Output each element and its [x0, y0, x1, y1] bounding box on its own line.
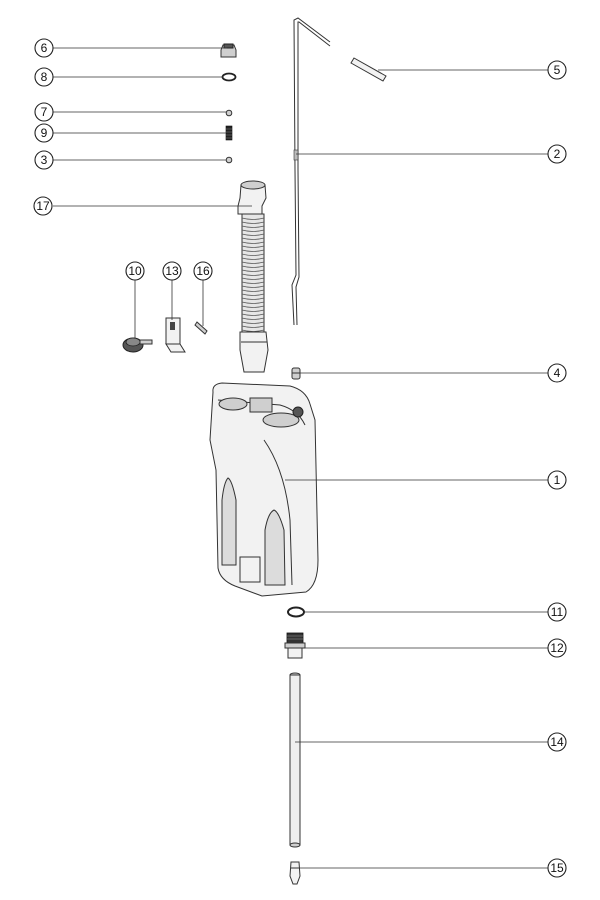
part-11-o-ring: [287, 606, 305, 618]
callout-3: 3: [34, 150, 54, 170]
part-4-fitting: [291, 367, 301, 380]
part-12-fitting: [284, 632, 306, 659]
part-1-tank: [209, 382, 319, 597]
callout-label: 9: [41, 126, 48, 140]
callout-label: 3: [41, 153, 48, 167]
part-9-spring: [225, 125, 233, 141]
part-2-wand: [291, 17, 331, 326]
callout-14: 14: [547, 732, 567, 752]
callout-9: 9: [34, 123, 54, 143]
hose-rib: [241, 245, 265, 248]
callout-1: 1: [547, 470, 567, 490]
callout-label: 15: [550, 861, 564, 875]
hose-rib: [241, 261, 265, 264]
callout-label: 16: [196, 264, 210, 278]
hose-rib: [241, 249, 265, 252]
callout-2: 2: [547, 144, 567, 164]
part-14-tube: [289, 672, 301, 848]
hose-rib: [241, 257, 265, 260]
callout-13: 13: [162, 261, 182, 281]
hose-rib: [241, 297, 265, 300]
part-13-bracket: [165, 317, 186, 353]
callout-10: 10: [125, 261, 145, 281]
leader-lines: [53, 47, 548, 869]
callout-label: 6: [41, 41, 48, 55]
hose-rib: [241, 225, 265, 228]
callout-label: 10: [128, 264, 142, 278]
part-10-knob: [122, 337, 153, 353]
hose-rib: [241, 277, 265, 280]
hose-rib: [241, 217, 265, 220]
hose-rib: [241, 293, 265, 296]
part-8-o-ring: [221, 72, 237, 82]
hose-rib: [241, 325, 265, 328]
part-3-ball: [225, 156, 233, 164]
hose-rib: [241, 321, 265, 324]
callout-11: 11: [547, 602, 567, 622]
part-16-pin: [194, 321, 208, 335]
callout-7: 7: [34, 102, 54, 122]
callout-label: 1: [554, 473, 561, 487]
hose-rib: [241, 285, 265, 288]
hose-rib: [241, 253, 265, 256]
part-6-cap: [220, 43, 237, 58]
hose-rib: [241, 241, 265, 244]
callout-15: 15: [547, 858, 567, 878]
hose-rib: [241, 289, 265, 292]
callout-label: 2: [554, 147, 561, 161]
callout-label: 4: [554, 366, 561, 380]
callout-4: 4: [547, 363, 567, 383]
hose-rib: [241, 229, 265, 232]
hose-rib: [241, 305, 265, 308]
hose-rib: [241, 237, 265, 240]
callout-label: 11: [551, 605, 564, 619]
hose-rib: [241, 221, 265, 224]
hose-rib: [241, 273, 265, 276]
callout-17: 17: [33, 196, 53, 216]
callout-label: 7: [41, 105, 48, 119]
hose-rib: [241, 233, 265, 236]
callout-16: 16: [193, 261, 213, 281]
hose-rib: [241, 301, 265, 304]
callout-label: 12: [550, 641, 564, 655]
part-5-rod: [350, 57, 387, 82]
hose-rib: [241, 313, 265, 316]
callout-label: 14: [550, 735, 564, 749]
callout-8: 8: [34, 67, 54, 87]
hose-rib: [241, 269, 265, 272]
hose-rib: [241, 317, 265, 320]
part-17-hose: [237, 180, 269, 373]
hose-rib: [241, 309, 265, 312]
hose-rib: [241, 265, 265, 268]
callout-5: 5: [547, 60, 567, 80]
part-7-ball: [225, 109, 233, 117]
callout-label: 5: [554, 63, 561, 77]
callout-label: 13: [165, 264, 179, 278]
callout-12: 12: [547, 638, 567, 658]
callout-label: 17: [36, 199, 50, 213]
callout-label: 8: [41, 70, 48, 84]
callout-6: 6: [34, 38, 54, 58]
part-15-nozzle: [289, 861, 301, 885]
hose-rib: [241, 281, 265, 284]
